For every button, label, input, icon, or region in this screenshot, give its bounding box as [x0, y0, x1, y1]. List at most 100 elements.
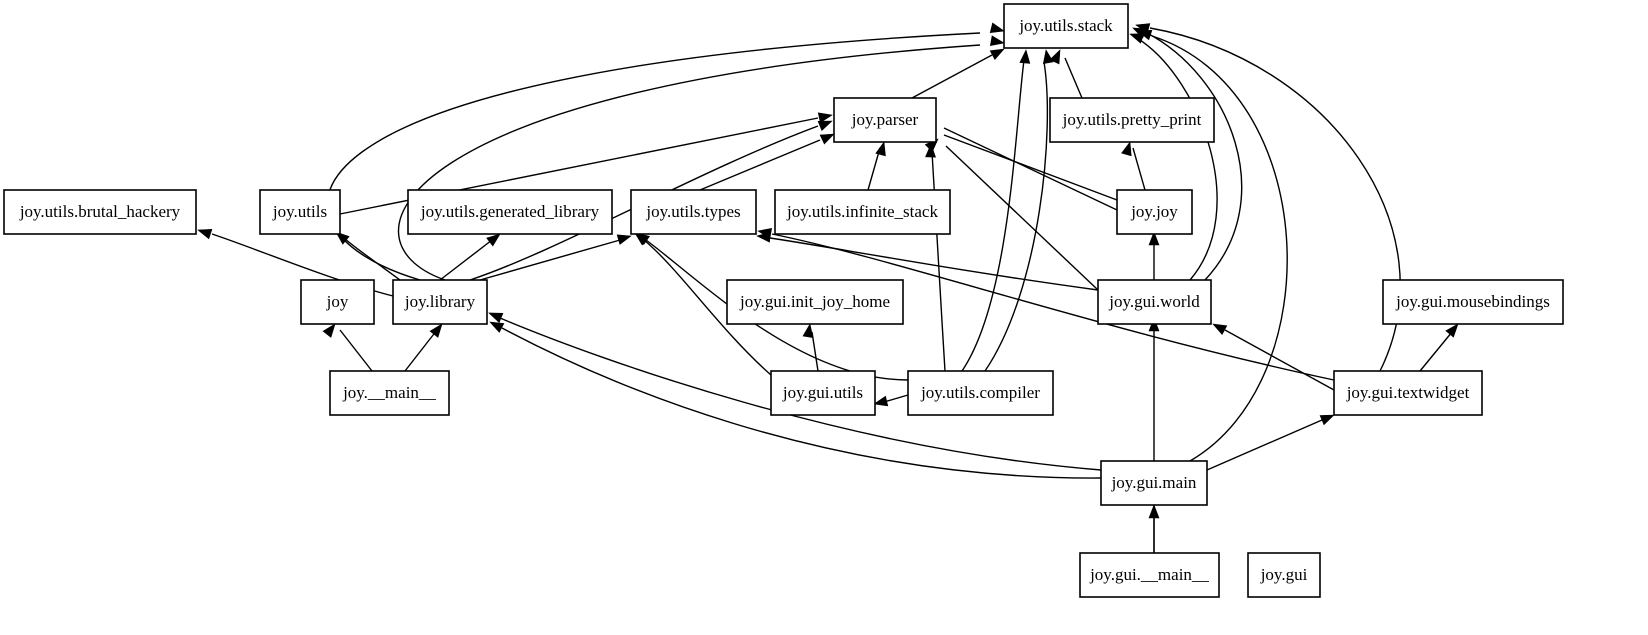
- graph-node[interactable]: joy.joy: [1116, 189, 1193, 235]
- edge-arrowhead-icon: [817, 112, 833, 124]
- graph-edge: [925, 143, 946, 372]
- graph-node[interactable]: joy.utils.brutal_hackery: [3, 189, 197, 235]
- edge-arrowhead-icon: [1137, 29, 1153, 41]
- graph-node[interactable]: joy.gui.world: [1097, 279, 1212, 325]
- node-box[interactable]: [329, 370, 450, 416]
- graph-node[interactable]: joy.gui.main: [1100, 460, 1208, 506]
- node-box[interactable]: [1116, 189, 1193, 235]
- graph-edge: [1148, 317, 1160, 461]
- edge-line: [326, 32, 981, 281]
- node-label: joy.utils.brutal_hackery: [19, 202, 181, 221]
- node-box[interactable]: [1100, 460, 1208, 506]
- node-box[interactable]: [1097, 279, 1212, 325]
- edge-line: [1139, 39, 1218, 281]
- graph-edge: [1148, 231, 1160, 280]
- node-box[interactable]: [1382, 279, 1564, 325]
- graph-node[interactable]: joy.utils.types: [630, 189, 757, 235]
- edge-arrowhead-icon: [875, 141, 886, 157]
- graph-node[interactable]: joy.utils.generated_library: [407, 189, 613, 235]
- graph-node[interactable]: joy.__main__: [329, 370, 450, 416]
- node-box[interactable]: [407, 189, 613, 235]
- node-box[interactable]: [3, 189, 197, 235]
- graph-edge: [439, 233, 501, 281]
- edge-line: [397, 44, 981, 281]
- edge-line: [1206, 419, 1323, 471]
- node-label: joy.gui.mousebindings: [1395, 292, 1550, 311]
- edge-line: [945, 145, 1099, 291]
- edge-arrowhead-icon: [989, 35, 1005, 47]
- graph-node[interactable]: joy.parser: [833, 97, 937, 143]
- graph-node[interactable]: joy.utils.stack: [1003, 3, 1129, 49]
- edge-arrowhead-icon: [817, 120, 833, 132]
- edge-arrowhead-icon: [335, 231, 350, 245]
- node-label: joy.joy: [1130, 202, 1178, 221]
- node-label: joy.__main__: [342, 383, 436, 402]
- graph-node[interactable]: joy.gui.textwidget: [1333, 370, 1483, 416]
- node-box[interactable]: [774, 189, 951, 235]
- edge-arrowhead-icon: [634, 232, 649, 246]
- graph-node[interactable]: joy.gui.init_joy_home: [726, 279, 904, 325]
- graph-node[interactable]: joy.gui.utils: [770, 370, 876, 416]
- edge-arrowhead-icon: [1148, 231, 1160, 246]
- node-box[interactable]: [1333, 370, 1483, 416]
- graph-node[interactable]: joy.utils.infinite_stack: [774, 189, 951, 235]
- edge-line: [943, 134, 1118, 201]
- node-label: joy.utils.stack: [1018, 16, 1113, 35]
- graph-edge: [984, 49, 1054, 372]
- node-box[interactable]: [770, 370, 876, 416]
- edge-line: [931, 151, 946, 372]
- node-box[interactable]: [392, 279, 488, 325]
- edge-line: [1224, 329, 1335, 391]
- edge-line: [883, 394, 909, 403]
- node-box[interactable]: [1049, 97, 1215, 143]
- node-box[interactable]: [907, 370, 1054, 416]
- node-label: joy: [326, 292, 349, 311]
- graph-node[interactable]: joy.utils.compiler: [907, 370, 1054, 416]
- nodes-layer: joy.utils.stack joy.parser joy.utils.prett…: [3, 3, 1564, 598]
- node-box[interactable]: [1247, 552, 1321, 598]
- edge-line: [961, 59, 1025, 372]
- edge-arrowhead-icon: [1212, 323, 1228, 336]
- node-box[interactable]: [1003, 3, 1129, 49]
- graph-edge: [1148, 504, 1160, 553]
- edge-line: [1151, 35, 1288, 462]
- graph-edge: [1129, 33, 1218, 281]
- graph-node[interactable]: joy.gui: [1247, 552, 1321, 598]
- graph-edge: [397, 35, 1005, 281]
- edge-line: [501, 327, 1102, 479]
- node-box[interactable]: [300, 279, 375, 325]
- node-box[interactable]: [833, 97, 937, 143]
- graph-node[interactable]: joy.utils: [259, 189, 341, 235]
- graph-edge: [757, 227, 1335, 381]
- node-box[interactable]: [630, 189, 757, 235]
- edge-line: [943, 127, 1118, 211]
- graph-node[interactable]: joy: [300, 279, 375, 325]
- edges-layer: [197, 22, 1459, 553]
- edge-line: [404, 329, 438, 372]
- edge-arrowhead-icon: [1319, 414, 1335, 426]
- edge-arrowhead-icon: [873, 395, 889, 407]
- edge-arrowhead-icon: [1148, 504, 1160, 519]
- graph-node[interactable]: joy.library: [392, 279, 488, 325]
- edge-arrowhead-icon: [197, 228, 213, 240]
- edge-arrowhead-icon: [616, 234, 632, 245]
- edge-line: [1144, 31, 1243, 281]
- edge-arrowhead-icon: [1042, 49, 1054, 65]
- graph-edge: [867, 141, 886, 191]
- graph-node[interactable]: joy.gui.__main__: [1079, 552, 1220, 598]
- graph-edge: [1132, 27, 1243, 281]
- graph-node[interactable]: joy.gui.mousebindings: [1382, 279, 1564, 325]
- edge-arrowhead-icon: [989, 22, 1005, 34]
- graph-edge: [404, 323, 443, 372]
- graph-edge: [911, 48, 1005, 99]
- node-box[interactable]: [726, 279, 904, 325]
- node-box[interactable]: [259, 189, 341, 235]
- node-label: joy.utils.types: [645, 202, 740, 221]
- node-box[interactable]: [1079, 552, 1220, 598]
- graph-edge: [326, 22, 1005, 281]
- edge-line: [811, 331, 819, 372]
- graph-node[interactable]: joy.utils.pretty_print: [1049, 97, 1215, 143]
- edge-arrowhead-icon: [1445, 323, 1459, 338]
